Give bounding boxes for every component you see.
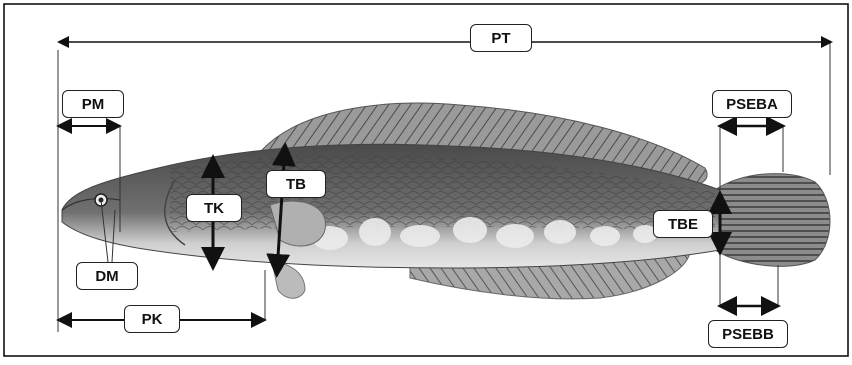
- pseba-label: PSEBA: [712, 90, 792, 118]
- dm-label: DM: [76, 262, 138, 290]
- tk-label: TK: [186, 194, 242, 222]
- tbe-label: TBE: [653, 210, 713, 238]
- pk-label: PK: [124, 305, 180, 333]
- caudal-fin: [715, 174, 830, 267]
- pm-label: PM: [62, 90, 124, 118]
- psebb-label: PSEBB: [708, 320, 788, 348]
- pt-label: PT: [470, 24, 532, 52]
- tb-label: TB: [266, 170, 326, 198]
